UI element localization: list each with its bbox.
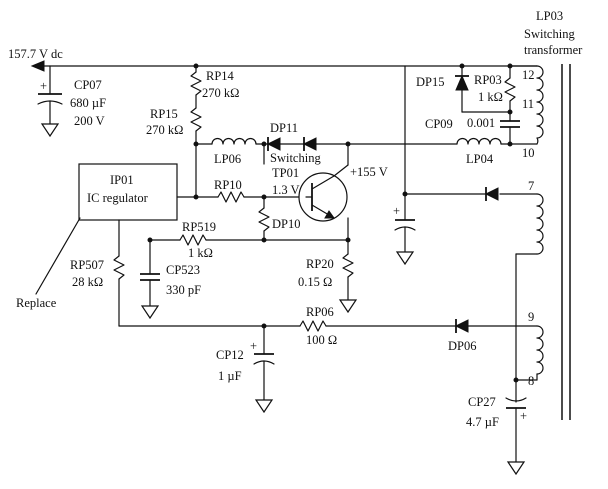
collector-voltage-label: +155 V (350, 165, 388, 179)
cp12-plus-sign: + (250, 339, 257, 353)
cp07-capacitor (37, 65, 63, 138)
ic-ref: IP01 (110, 173, 134, 187)
replace-callout-text: Replace (16, 296, 57, 310)
rp519-value: 1 kΩ (188, 246, 213, 260)
rp20-value: 0.15 Ω (298, 275, 332, 289)
rp15-ref: RP15 (150, 107, 178, 121)
pin-7-label: 7 (528, 179, 534, 193)
cp12-value: 1 µF (218, 369, 242, 383)
cp12-ref: CP12 (216, 348, 244, 362)
cp27-ref: CP27 (468, 395, 496, 409)
switching-transistor (298, 143, 349, 222)
cp09-value: 0.001 (467, 116, 495, 130)
ic-regulator-block (78, 163, 197, 221)
lp06-ref: LP06 (214, 152, 241, 166)
pin-10-label: 10 (522, 146, 535, 160)
cp07-voltage-rating: 200 V (74, 114, 105, 128)
pin-12-label: 12 (522, 68, 535, 82)
cp07-capacitance: 680 µF (70, 96, 106, 110)
dp11-ref: DP11 (270, 121, 298, 135)
secondary-winding-7 (394, 187, 544, 381)
dp06-ref: DP06 (448, 339, 476, 353)
cp27-capacitor (505, 377, 527, 476)
rp03-ref: RP03 (474, 73, 502, 87)
transistor-label-line3: 1.3 V (272, 183, 300, 197)
replace-callout-line (35, 217, 81, 295)
cp07-ref: CP07 (74, 78, 102, 92)
rp507-ref: RP507 (70, 258, 104, 272)
cp12-capacitor (253, 323, 275, 414)
dp11-diode (263, 137, 458, 151)
cp07-plus-sign: + (40, 79, 47, 93)
transformer-core (561, 64, 571, 420)
rp15-value: 270 kΩ (146, 123, 183, 137)
rp519-resistor (149, 234, 349, 246)
cp27-value: 4.7 µF (466, 415, 499, 429)
rp10-resistor (195, 191, 307, 203)
rp14-rp15-resistor (190, 65, 202, 198)
filter-cap-plus-sign: + (393, 204, 400, 218)
cp27-plus-sign: + (520, 409, 527, 423)
transformer-ref: LP03 (536, 9, 563, 23)
snubber-network (455, 65, 520, 145)
rp507-resistor (113, 219, 125, 327)
feedback-loop (118, 319, 544, 381)
rp10-ref: RP10 (214, 178, 242, 192)
supply-rail (30, 60, 538, 72)
pin-11-label: 11 (522, 97, 534, 111)
cp523-ref: CP523 (166, 263, 200, 277)
lp04-ref: LP04 (466, 152, 494, 166)
dp10-ref: DP10 (272, 217, 300, 231)
rp20-resistor (338, 217, 358, 314)
transformer-name-line1: Switching (524, 27, 575, 41)
rp519-ref: RP519 (182, 220, 216, 234)
lp04-inductor (456, 137, 538, 145)
dp10-element (258, 196, 270, 241)
pin-9-label: 9 (528, 310, 534, 324)
rp14-ref: RP14 (206, 69, 235, 83)
rp20-ref: RP20 (306, 257, 334, 271)
cp523-capacitor (140, 239, 160, 320)
cp09-ref: CP09 (425, 117, 453, 131)
cp523-value: 330 pF (166, 283, 201, 297)
transistor-label-line1: Switching (270, 151, 321, 165)
dp15-ref: DP15 (416, 75, 444, 89)
rp06-value: 100 Ω (306, 333, 337, 347)
ic-name: IC regulator (87, 191, 149, 205)
rp06-ref: RP06 (306, 305, 334, 319)
rp507-value: 28 kΩ (72, 275, 103, 289)
transformer-name-line2: transformer (524, 43, 583, 57)
supply-voltage-label: 157.7 V dc (8, 47, 63, 61)
pin-8-label: 8 (528, 374, 534, 388)
lp06-inductor (195, 137, 265, 145)
rp03-value: 1 kΩ (478, 90, 503, 104)
transistor-label-line2: TP01 (272, 166, 299, 180)
rp14-value: 270 kΩ (202, 86, 239, 100)
transformer-primary-winding (509, 65, 544, 145)
